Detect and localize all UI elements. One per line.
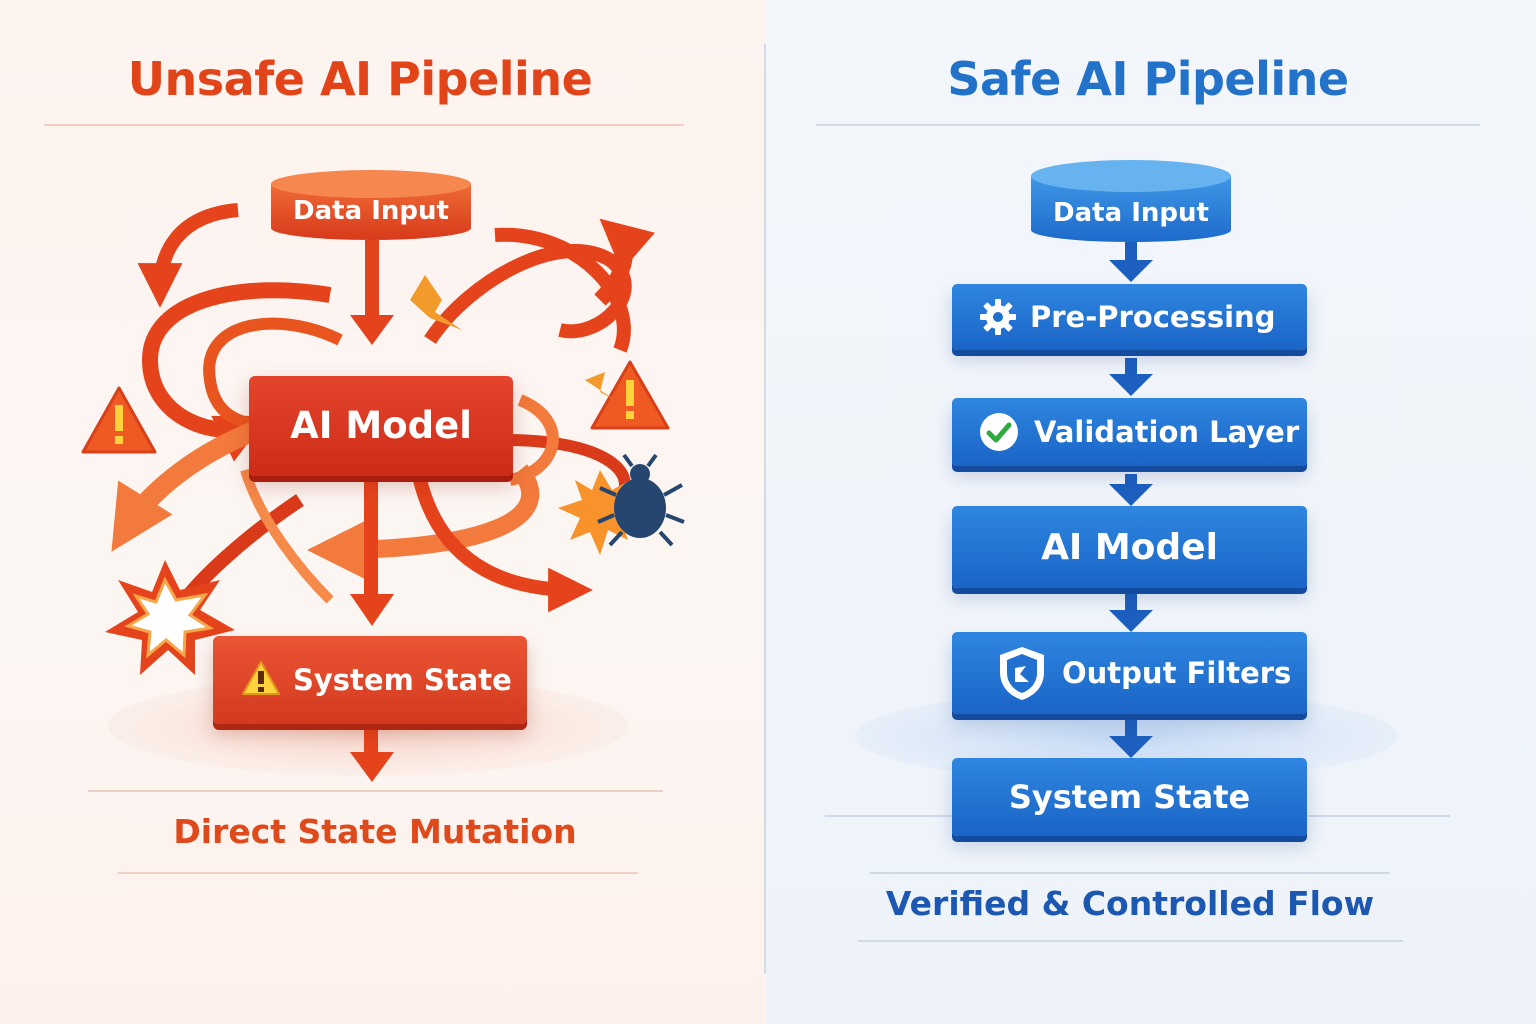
unsafe-title-rule <box>44 124 684 126</box>
warning-icon <box>242 661 280 695</box>
chaos-arrow-12 <box>508 394 559 486</box>
step-system-state: System State <box>952 758 1307 836</box>
safe-data-input-node: Data Input <box>1031 160 1231 242</box>
shield-icon <box>1000 647 1044 700</box>
gear-icon <box>980 299 1016 335</box>
spark-shard-2 <box>585 372 615 400</box>
arrow-state-out <box>350 752 394 782</box>
safe-caption-rule-top <box>870 872 1390 874</box>
chaos-arrow-9 <box>306 464 540 579</box>
arrow-model-to-filters <box>1109 610 1153 632</box>
chaos-arrow-2 <box>141 282 332 462</box>
unsafe-data-input-node: Data Input <box>271 170 471 240</box>
chaos-arrow-1 <box>137 203 239 308</box>
warning-icon-left <box>81 386 157 454</box>
step-preprocessing: Pre-Processing <box>952 284 1307 350</box>
explosion-icon <box>105 560 235 675</box>
arrow-validation-to-model <box>1109 484 1153 506</box>
chaos-arrow-5 <box>494 227 631 353</box>
unsafe-caption-rule-bottom <box>118 872 638 874</box>
warning-icon-right <box>590 360 670 430</box>
unsafe-data-input-label: Data Input <box>293 196 449 226</box>
unsafe-system-state-node: System State <box>213 636 527 724</box>
bug-icon <box>558 453 685 555</box>
chaos-arrow-13 <box>240 468 334 604</box>
unsafe-title: Unsafe AI Pipeline <box>127 52 593 106</box>
spark-shard-1 <box>410 275 462 330</box>
unsafe-caption-rule-top <box>88 790 663 792</box>
safe-caption: Verified & Controlled Flow <box>885 884 1375 923</box>
arrow-input-to-model <box>350 315 394 345</box>
chaos-arrow-7 <box>111 415 274 552</box>
chaos-arrow-6 <box>594 218 655 306</box>
step-ai-model: AI Model <box>952 506 1307 588</box>
arrow-input-to-preprocessing <box>1109 260 1153 282</box>
arrow-model-to-state <box>350 594 394 626</box>
safe-title: Safe AI Pipeline <box>947 52 1349 106</box>
database-cylinder-icon <box>271 170 471 240</box>
safe-title-rule <box>816 124 1480 126</box>
unsafe-chaotic-arrows <box>81 203 685 782</box>
database-cylinder-icon <box>1031 160 1231 242</box>
check-circle-icon <box>980 413 1018 451</box>
step-validation-layer: Validation Layer <box>952 398 1307 466</box>
unsafe-ai-model-node: AI Model <box>249 376 513 476</box>
step-validation-label: Validation Layer <box>1034 415 1300 449</box>
step-output-filters: Output Filters <box>952 632 1307 714</box>
safe-data-input-label: Data Input <box>1053 198 1209 228</box>
arrow-preprocessing-to-validation <box>1109 374 1153 396</box>
unsafe-caption: Direct State Mutation <box>173 812 577 851</box>
chaos-arrow-10 <box>413 478 593 613</box>
step-system-state-label: System State <box>1008 778 1251 816</box>
unsafe-system-state-label: System State <box>293 663 512 697</box>
step-preprocessing-label: Pre-Processing <box>1030 300 1276 334</box>
step-ai-model-label: AI Model <box>1041 526 1218 568</box>
arrow-filters-to-state <box>1109 736 1153 758</box>
chaos-arrow-3 <box>203 317 343 430</box>
step-output-filters-label: Output Filters <box>1062 656 1292 690</box>
safe-caption-rule-bottom <box>858 940 1403 942</box>
panel-divider <box>764 44 766 974</box>
